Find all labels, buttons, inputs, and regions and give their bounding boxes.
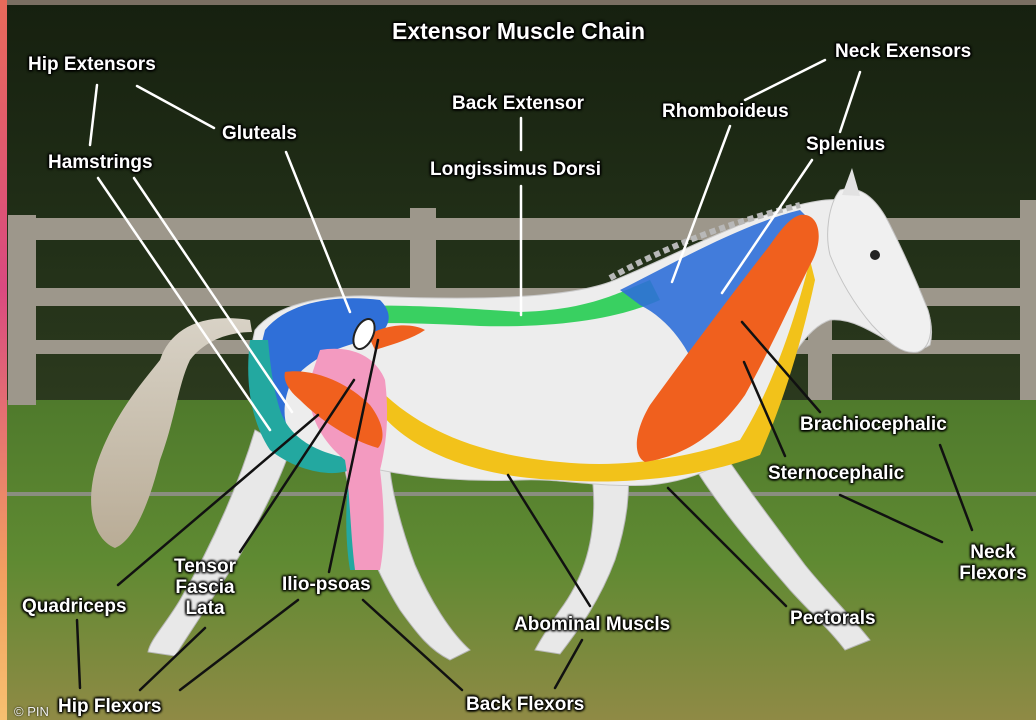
label-tensor-line3: Lata: [165, 598, 245, 619]
left-edge-strip: [0, 0, 7, 720]
label-tensor-fascia-lata: Tensor Fascia Lata: [165, 556, 245, 619]
label-sternocephalic: Sternocephalic: [768, 463, 904, 484]
label-neck-exensors: Neck Exensors: [835, 41, 971, 62]
label-back-extensor: Back Extensor: [452, 93, 584, 114]
label-splenius: Splenius: [806, 134, 885, 155]
top-border: [0, 0, 1036, 5]
label-hip-flexors: Hip Flexors: [58, 696, 161, 717]
label-tensor-line1: Tensor: [165, 556, 245, 577]
label-hamstrings: Hamstrings: [48, 152, 153, 173]
label-back-flexors: Back Flexors: [466, 694, 584, 715]
horse-eye: [870, 250, 880, 260]
label-rhomboideus: Rhomboideus: [662, 101, 789, 122]
label-ilio-psoas: Ilio-psoas: [282, 574, 371, 595]
label-hip-extensors: Hip Extensors: [28, 54, 156, 75]
label-neck-flexors: Neck Flexors: [953, 542, 1033, 584]
label-neck-flexors-line1: Neck: [953, 542, 1033, 563]
label-quadriceps: Quadriceps: [22, 596, 127, 617]
diagram-title: Extensor Muscle Chain: [392, 21, 645, 42]
label-brachiocephalic: Brachiocephalic: [800, 414, 947, 435]
label-gluteals: Gluteals: [222, 123, 297, 144]
label-tensor-line2: Fascia: [165, 577, 245, 598]
label-neck-flexors-line2: Flexors: [953, 563, 1033, 584]
label-abominal-muscls: Abominal Muscls: [514, 614, 670, 635]
label-longissimus-dorsi: Longissimus Dorsi: [430, 159, 601, 180]
label-pectorals: Pectorals: [790, 608, 876, 629]
watermark: © PIN: [14, 704, 49, 719]
